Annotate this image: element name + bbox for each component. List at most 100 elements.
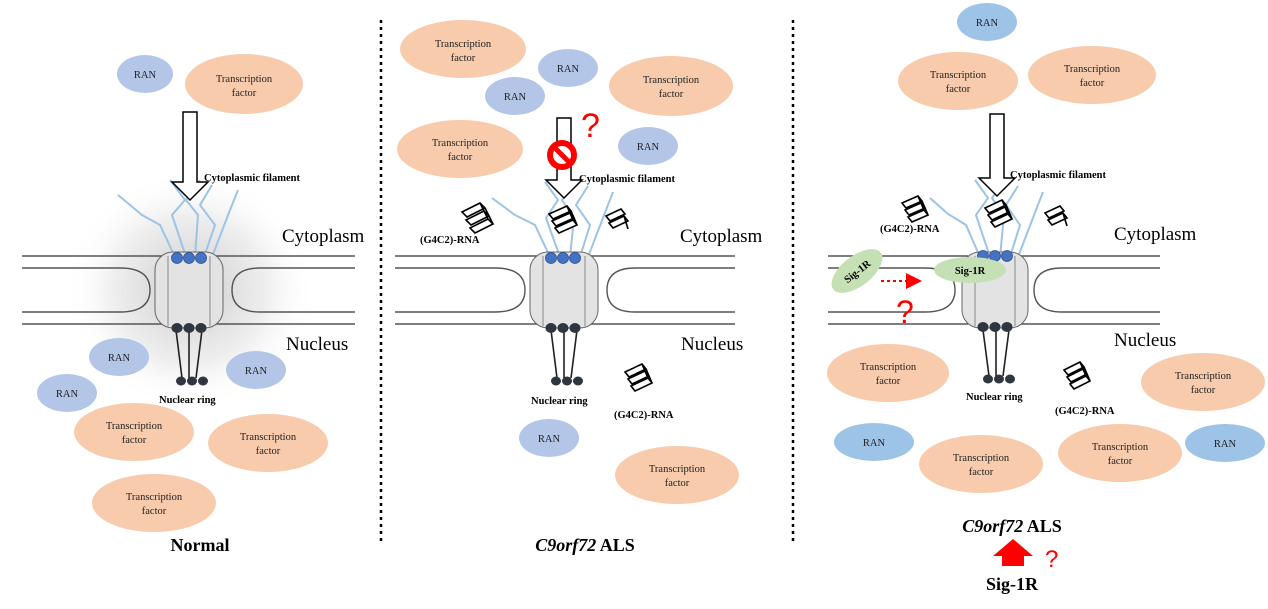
svg-text:RAN: RAN	[863, 438, 886, 449]
nuclear-basket	[550, 329, 578, 379]
svg-text:Transcription: Transcription	[860, 362, 917, 373]
nuclear-envelope	[22, 255, 355, 325]
cytoplasmic-filament-label: Cytoplasmic filament	[204, 173, 300, 184]
ran-molecule: RAN	[89, 338, 149, 376]
svg-text:Transcription: Transcription	[953, 453, 1010, 464]
g4c2-rna-label: (G4C2)-RNA	[880, 224, 940, 235]
svg-text:factor: factor	[232, 88, 257, 99]
transcription-factor: Transcription factor	[919, 435, 1043, 493]
nucleus-label: Nucleus	[1114, 330, 1176, 351]
svg-text:RAN: RAN	[108, 353, 131, 364]
ran-molecule: RAN	[117, 55, 173, 93]
nuclear-ring-label: Nuclear ring	[159, 395, 216, 406]
transcription-factor: Transcription factor	[397, 120, 523, 178]
nuclear-pore-complex	[529, 251, 599, 379]
svg-text:RAN: RAN	[504, 92, 527, 103]
cytoplasmic-filaments	[117, 179, 239, 258]
cytoplasm-label: Cytoplasm	[680, 226, 763, 247]
svg-text:RAN: RAN	[637, 142, 660, 153]
nuclear-ring-label: Nuclear ring	[966, 392, 1023, 403]
panel-caption: C9orf72 ALS	[535, 535, 635, 555]
import-arrow	[170, 111, 210, 202]
g4c2-rna-icon	[983, 199, 1014, 228]
question-mark: ?	[1045, 546, 1058, 573]
ran-molecule: RAN	[485, 77, 545, 115]
svg-text:factor: factor	[142, 506, 167, 517]
svg-text:factor: factor	[1108, 456, 1133, 467]
ran-molecule: RAN	[834, 423, 914, 461]
nuclear-ring-beads	[545, 323, 583, 386]
cytoplasmic-filaments	[929, 179, 1044, 258]
svg-text:Transcription: Transcription	[126, 492, 183, 503]
svg-text:factor: factor	[256, 446, 281, 457]
ran-molecule: RAN	[37, 374, 97, 412]
svg-text:RAN: RAN	[1214, 439, 1237, 450]
cytoplasmic-filament-label: Cytoplasmic filament	[1010, 170, 1106, 181]
transcription-factor: Transcription factor	[400, 20, 526, 78]
cytoplasmic-ring-beads	[545, 252, 581, 264]
ran-molecule: RAN	[957, 3, 1017, 41]
svg-text:RAN: RAN	[134, 70, 157, 81]
transcription-factor: Transcription factor	[1058, 424, 1182, 482]
svg-text:factor: factor	[659, 89, 684, 100]
upregulation-arrow	[993, 539, 1033, 566]
svg-text:Transcription: Transcription	[240, 432, 297, 443]
g4c2-rna-icon	[604, 208, 630, 230]
g4c2-rna-label: (G4C2)-RNA	[1055, 406, 1115, 417]
transcription-factor: Transcription factor	[92, 474, 216, 532]
g4c2-rna-label: (G4C2)-RNA	[420, 235, 480, 246]
svg-text:factor: factor	[969, 467, 994, 478]
panel-subcaption: Sig-1R	[986, 574, 1039, 594]
nucleus-label: Nucleus	[286, 334, 348, 355]
ran-molecule: RAN	[1185, 424, 1265, 462]
svg-text:Sig-1R: Sig-1R	[955, 266, 986, 277]
nuclear-basket	[982, 329, 1010, 377]
nucleus-label: Nucleus	[681, 334, 743, 355]
g4c2-rna-icon	[547, 205, 579, 234]
panel-caption: Normal	[171, 535, 230, 555]
svg-text:Transcription: Transcription	[643, 75, 700, 86]
transcription-factor: Transcription factor	[898, 52, 1018, 110]
g4c2-rna-icon	[623, 363, 654, 392]
sig1r-protein: Sig-1R	[934, 257, 1006, 283]
blocked-icon	[547, 140, 577, 170]
sig1r-protein: Sig-1R	[831, 249, 883, 293]
question-mark: ?	[581, 107, 600, 145]
g4c2-rna-icon	[460, 202, 495, 234]
svg-text:Transcription: Transcription	[432, 138, 489, 149]
nuclear-ring-label: Nuclear ring	[531, 396, 588, 407]
svg-text:Transcription: Transcription	[930, 70, 987, 81]
panel-c9orf72-als-sig1r: Sig-1R Sig-1R ?	[827, 3, 1265, 594]
panel-normal: RAN Transcription factor RAN RAN RAN Tra…	[22, 54, 365, 555]
svg-text:factor: factor	[451, 53, 476, 64]
svg-text:factor: factor	[122, 435, 147, 446]
g4c2-rna-icon	[1062, 360, 1092, 391]
cytoplasm-label: Cytoplasm	[1114, 224, 1197, 245]
svg-text:Transcription: Transcription	[1092, 442, 1149, 453]
nuclear-envelope	[828, 255, 1160, 325]
transcription-factor: Transcription factor	[74, 403, 194, 461]
svg-text:Transcription: Transcription	[435, 39, 492, 50]
svg-text:Transcription: Transcription	[216, 74, 273, 85]
svg-text:RAN: RAN	[976, 18, 999, 29]
panel-c9orf72-als: ? Transcription factor	[395, 20, 763, 555]
svg-text:factor: factor	[665, 478, 690, 489]
svg-text:Transcription: Transcription	[649, 464, 706, 475]
svg-text:factor: factor	[876, 376, 901, 387]
ran-molecule: RAN	[226, 351, 286, 389]
cytoplasm-label: Cytoplasm	[282, 226, 365, 247]
g4c2-rna-icon	[1043, 205, 1069, 227]
nuclear-ring-beads	[977, 322, 1015, 384]
svg-text:RAN: RAN	[557, 64, 580, 75]
transcription-factor: Transcription factor	[208, 414, 328, 472]
cytoplasmic-ring-beads	[171, 252, 207, 264]
ran-molecule: RAN	[618, 127, 678, 165]
g4c2-rna-label: (G4C2)-RNA	[614, 410, 674, 421]
svg-text:Transcription: Transcription	[1175, 371, 1232, 382]
import-arrow	[977, 113, 1017, 198]
panel-caption: C9orf72 ALS	[962, 516, 1062, 536]
svg-text:RAN: RAN	[538, 434, 561, 445]
transcription-factor: Transcription factor	[615, 446, 739, 504]
svg-text:Transcription: Transcription	[106, 421, 163, 432]
transcription-factor: Transcription factor	[1141, 353, 1265, 411]
